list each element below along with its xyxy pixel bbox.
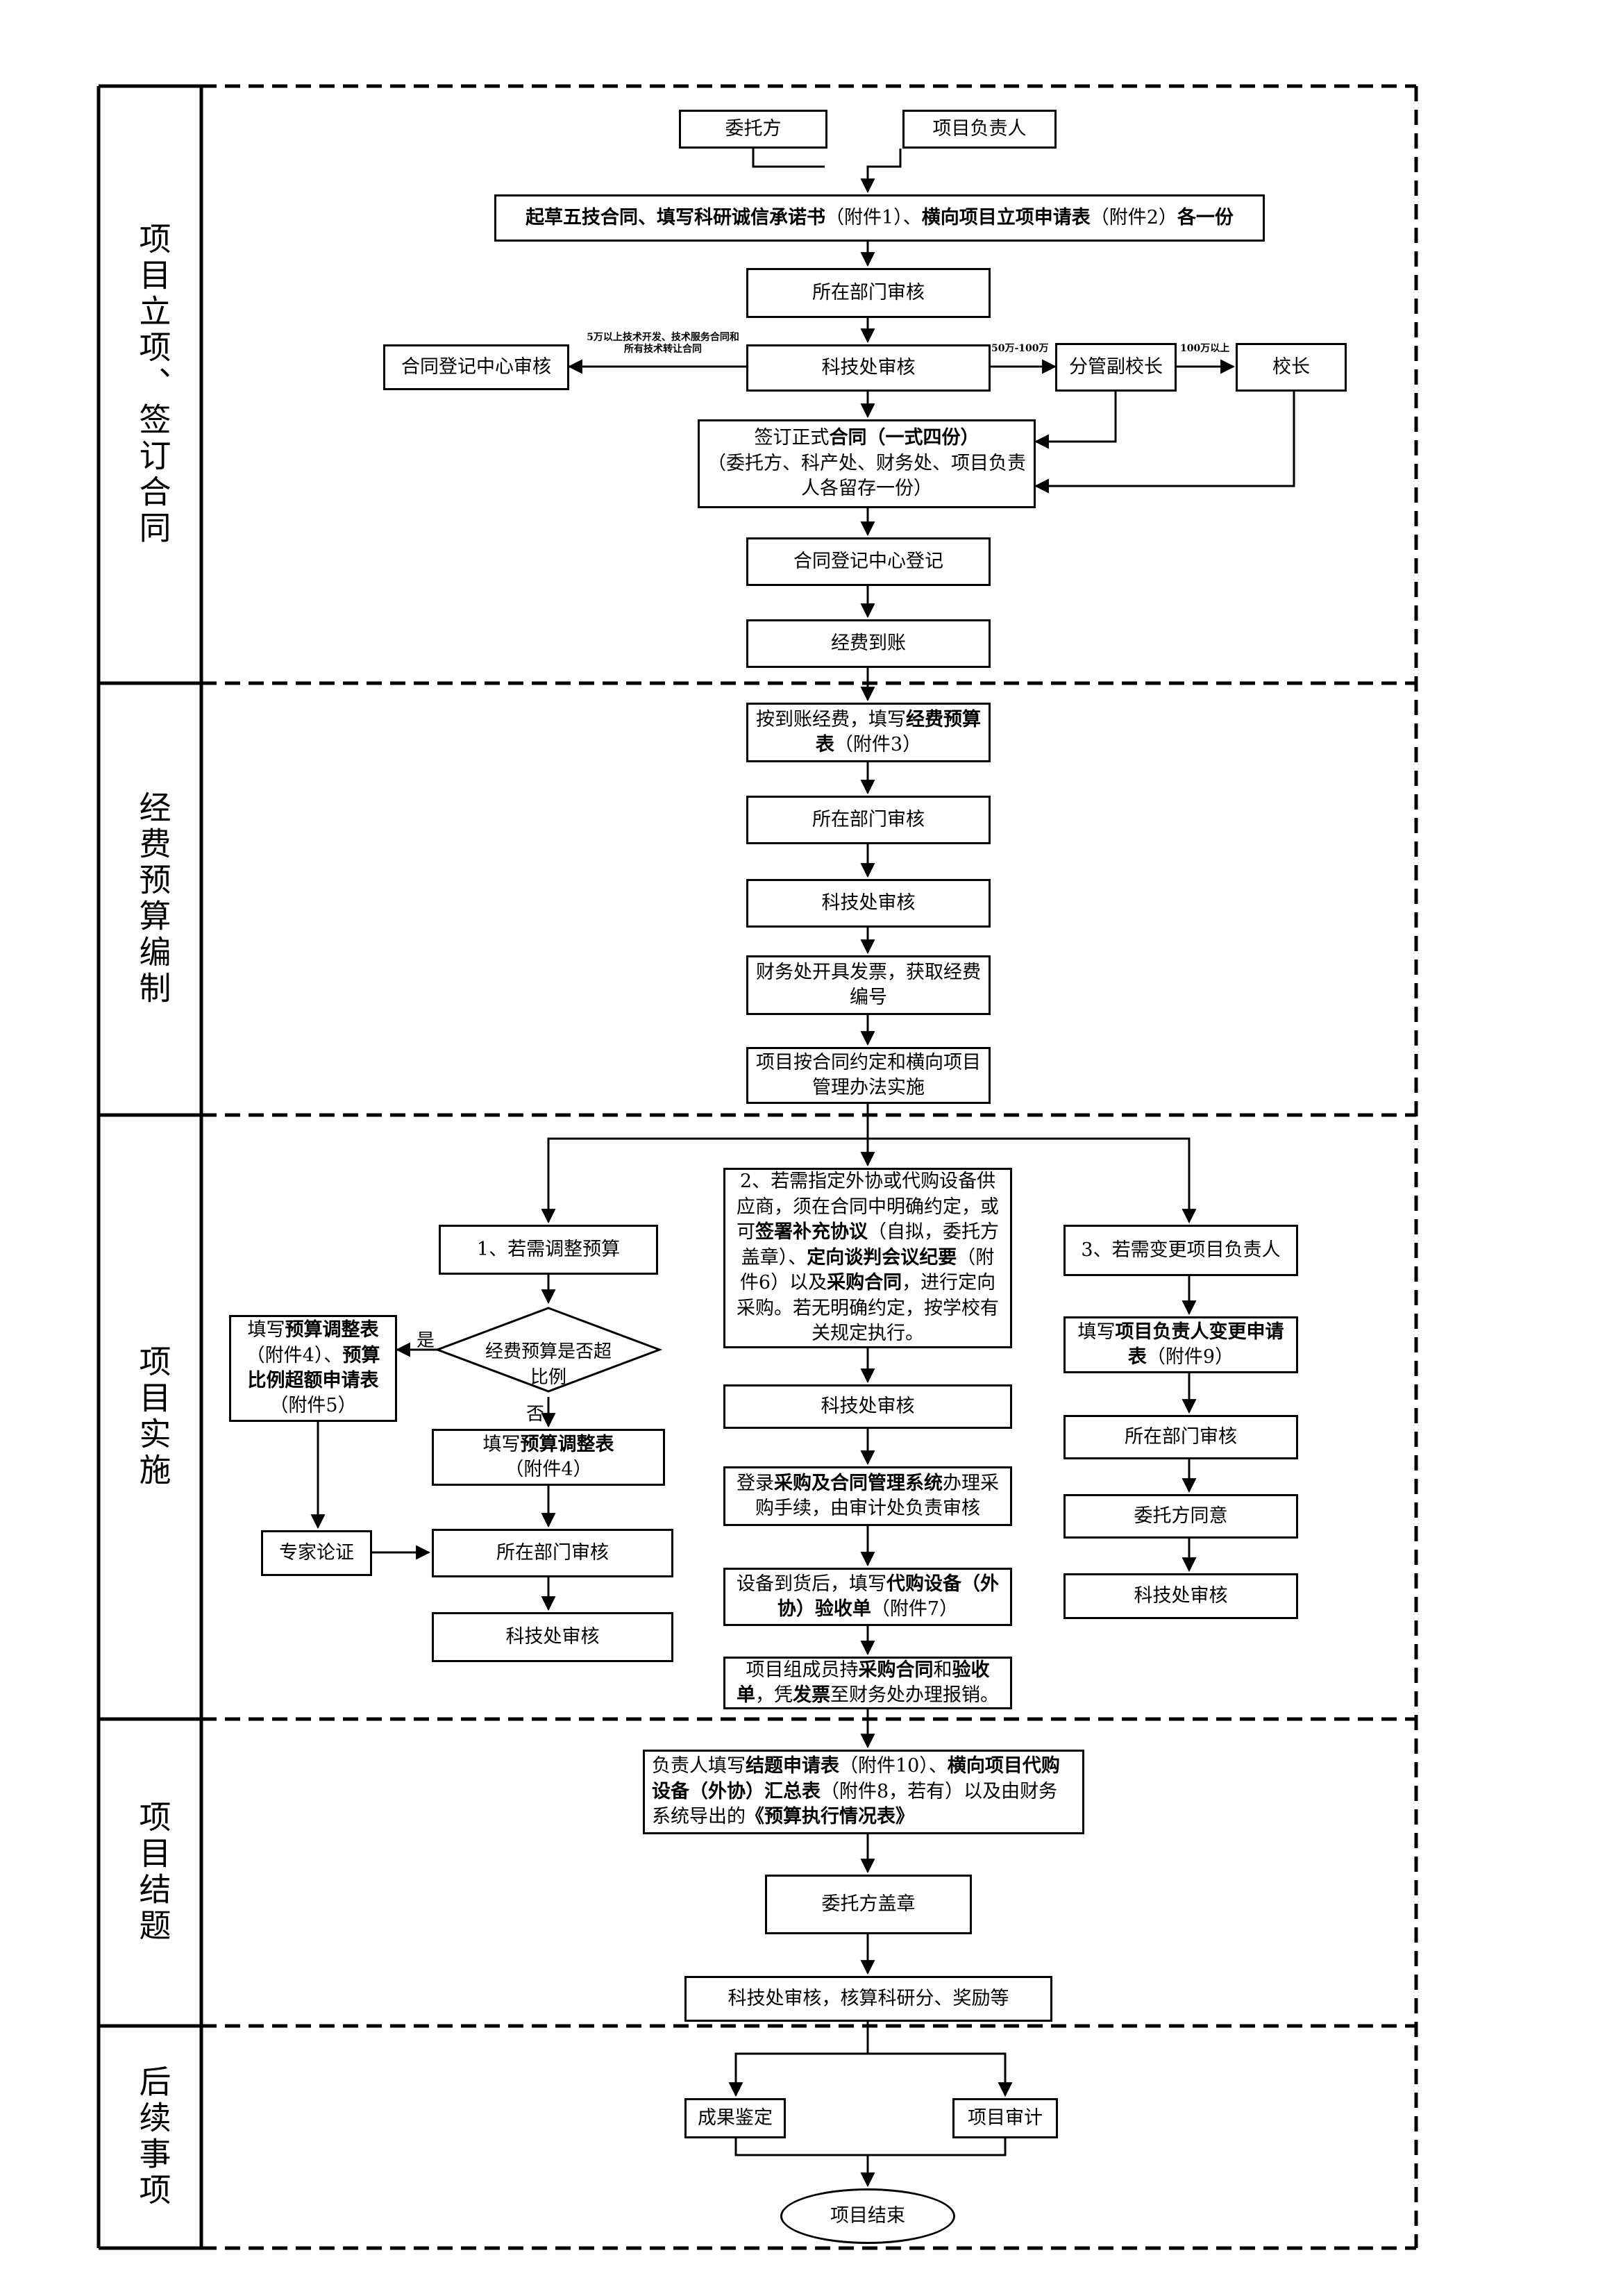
- node-project-end: 项目结束: [780, 2188, 955, 2244]
- node-change-leader: 3、若需变更项目负责人: [1063, 1225, 1298, 1276]
- node-client-seal: 委托方盖章: [765, 1875, 972, 1934]
- node-reimburse: 项目组成员持采购合同和验收单，凭发票至财务处办理报销。: [723, 1657, 1012, 1709]
- node-president: 校长: [1236, 343, 1347, 392]
- node-sci-review-4: 科技处审核: [723, 1384, 1012, 1429]
- node-outsourcing: 2、若需指定外协或代购设备供应商，须在合同中明确约定，或可签署补充协议（自拟，委…: [723, 1168, 1012, 1348]
- node-sci-review-6: 科技处审核，核算科研分、奖励等: [684, 1976, 1052, 2022]
- label-yes: 是: [417, 1330, 435, 1351]
- node-draft-contract: 起草五技合同、填写科研诚信承诺书（附件1）、横向项目立项申请表（附件2）各一份: [494, 194, 1265, 242]
- lane-label-implementation: 项目实施: [134, 1345, 172, 1489]
- node-leader-change-form: 填写项目负责人变更申请表（附件9）: [1063, 1316, 1298, 1373]
- node-funds-arrive: 经费到账: [746, 619, 991, 668]
- node-sci-review-3: 科技处审核: [432, 1612, 673, 1662]
- node-client: 委托方: [679, 110, 827, 149]
- lane-label-initiation: 项目立项、签订合同: [134, 222, 172, 547]
- node-dept-review-2: 所在部门审核: [746, 796, 991, 844]
- node-sign-contract: 签订正式合同（一式四份）（委托方、科产处、财务处、项目负责人各留存一份）: [698, 419, 1036, 508]
- node-fill-adjust: 填写预算调整表（附件4）: [432, 1429, 665, 1486]
- node-project-leader: 项目负责人: [902, 110, 1057, 149]
- node-invoice: 财务处开具发票，获取经费编号: [746, 955, 991, 1015]
- node-dept-review-3: 所在部门审核: [432, 1529, 673, 1577]
- node-adjust-budget: 1、若需调整预算: [439, 1225, 658, 1275]
- node-expert-review: 专家论证: [261, 1530, 372, 1576]
- node-sci-review-2: 科技处审核: [746, 879, 991, 928]
- node-over-ratio-forms: 填写预算调整表（附件4）、预算比例超额申请表（附件5）: [229, 1315, 397, 1422]
- node-achievement: 成果鉴定: [684, 2098, 786, 2138]
- lane-label-budget: 经费预算编制: [134, 791, 172, 1007]
- decision-diamond: [434, 1307, 663, 1393]
- node-closing-forms: 负责人填写结题申请表（附件10）、横向项目代购设备（外协）汇总表（附件8，若有）…: [643, 1750, 1084, 1834]
- node-audit: 项目审计: [952, 2098, 1058, 2138]
- node-contract-center-review: 合同登记中心审核: [383, 344, 569, 390]
- node-dept-review-1: 所在部门审核: [746, 268, 991, 318]
- node-dept-review-4: 所在部门审核: [1063, 1415, 1298, 1459]
- node-procurement: 登录采购及合同管理系统办理采购手续，由审计处负责审核: [723, 1466, 1012, 1526]
- node-implement: 项目按合同约定和横向项目管理办法实施: [746, 1047, 991, 1104]
- lane-label-closing: 项目结题: [134, 1800, 172, 1945]
- node-client-agree: 委托方同意: [1063, 1494, 1298, 1539]
- label-over-5w: 5万以上技术开发、技术服务合同和所有技术转让合同: [587, 332, 739, 355]
- label-50-100w: 50万-100万: [991, 343, 1049, 354]
- node-vice-president: 分管副校长: [1055, 343, 1177, 392]
- node-sci-review-5: 科技处审核: [1063, 1573, 1298, 1619]
- node-acceptance: 设备到货后，填写代购设备（外协）验收单（附件7）: [723, 1568, 1012, 1626]
- decision-text: 经费预算是否超比例: [485, 1341, 612, 1388]
- label-over-100w: 100万以上: [1180, 343, 1230, 354]
- node-budget-fill: 按到账经费，填写经费预算表（附件3）: [746, 703, 991, 762]
- label-no: 否: [526, 1404, 545, 1425]
- node-contract-register: 合同登记中心登记: [746, 537, 991, 586]
- lane-label-followup: 后续事项: [134, 2065, 172, 2209]
- node-sci-review-1: 科技处审核: [746, 344, 991, 392]
